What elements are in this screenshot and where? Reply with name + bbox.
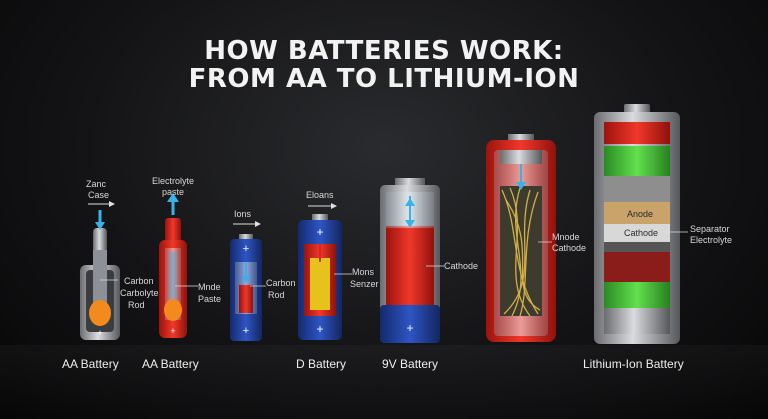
label-case: Case: [88, 190, 110, 200]
label-rod: Rod: [128, 300, 145, 310]
page-title-line1: HOW BATTERIES WORK:: [204, 36, 564, 66]
label-paste: paste: [162, 187, 185, 197]
arrow-up-icon: [167, 193, 179, 202]
label-mons: Mons: [352, 267, 375, 277]
svg-text:+: +: [243, 325, 249, 337]
label-electrolyte-2: Electrolyte: [690, 235, 733, 245]
floor-reflection: [0, 345, 768, 419]
label-cathode: Cathode: [444, 261, 479, 271]
label-electrolyte: Electrolyte: [152, 176, 195, 186]
label-zanc: Zanc: [86, 179, 107, 189]
label-anode: Anode: [627, 209, 654, 219]
label-ions: Ions: [234, 209, 252, 219]
label-mnde: Mnde: [198, 282, 221, 292]
battery-name-aa-2: AA Battery: [142, 357, 199, 371]
label-paste-2: Paste: [198, 294, 222, 304]
battery-aa-1: +: [80, 201, 120, 340]
battery-name-9v: 9V Battery: [382, 357, 439, 371]
label-separator: Separator: [690, 224, 730, 234]
battery-cylinder: [486, 134, 556, 342]
label-carbon: Carbon: [124, 276, 154, 286]
svg-text:+: +: [170, 326, 175, 336]
svg-text:+: +: [406, 321, 413, 335]
page-title-line2: FROM AA TO LITHIUM-ION: [188, 64, 580, 94]
battery-name-d: D Battery: [296, 357, 347, 371]
svg-text:+: +: [316, 322, 323, 336]
label-eloans: Eloans: [306, 190, 334, 200]
label-cathode-2: Cathode: [552, 243, 587, 253]
label-carbon-2: Carbon: [266, 278, 296, 288]
battery-name-aa-1: AA Battery: [62, 357, 119, 371]
svg-text:+: +: [243, 243, 249, 255]
battery-9v: +: [380, 178, 444, 343]
battery-lithium-ion: [594, 104, 688, 344]
label-mnode: Mnode: [552, 232, 580, 242]
label-cathode-3: Cathode: [624, 228, 659, 238]
battery-c: + +: [230, 221, 266, 341]
label-carbolyte: Carbolyte: [120, 288, 159, 298]
battery-d: + +: [298, 203, 352, 340]
label-rod-2: Rod: [268, 290, 285, 300]
label-senzer: Senzer: [350, 279, 379, 289]
battery-aa-2: +: [159, 193, 198, 338]
svg-text:+: +: [97, 328, 102, 338]
svg-text:+: +: [316, 225, 323, 239]
battery-name-lithium-ion: Lithium-Ion Battery: [583, 357, 684, 371]
